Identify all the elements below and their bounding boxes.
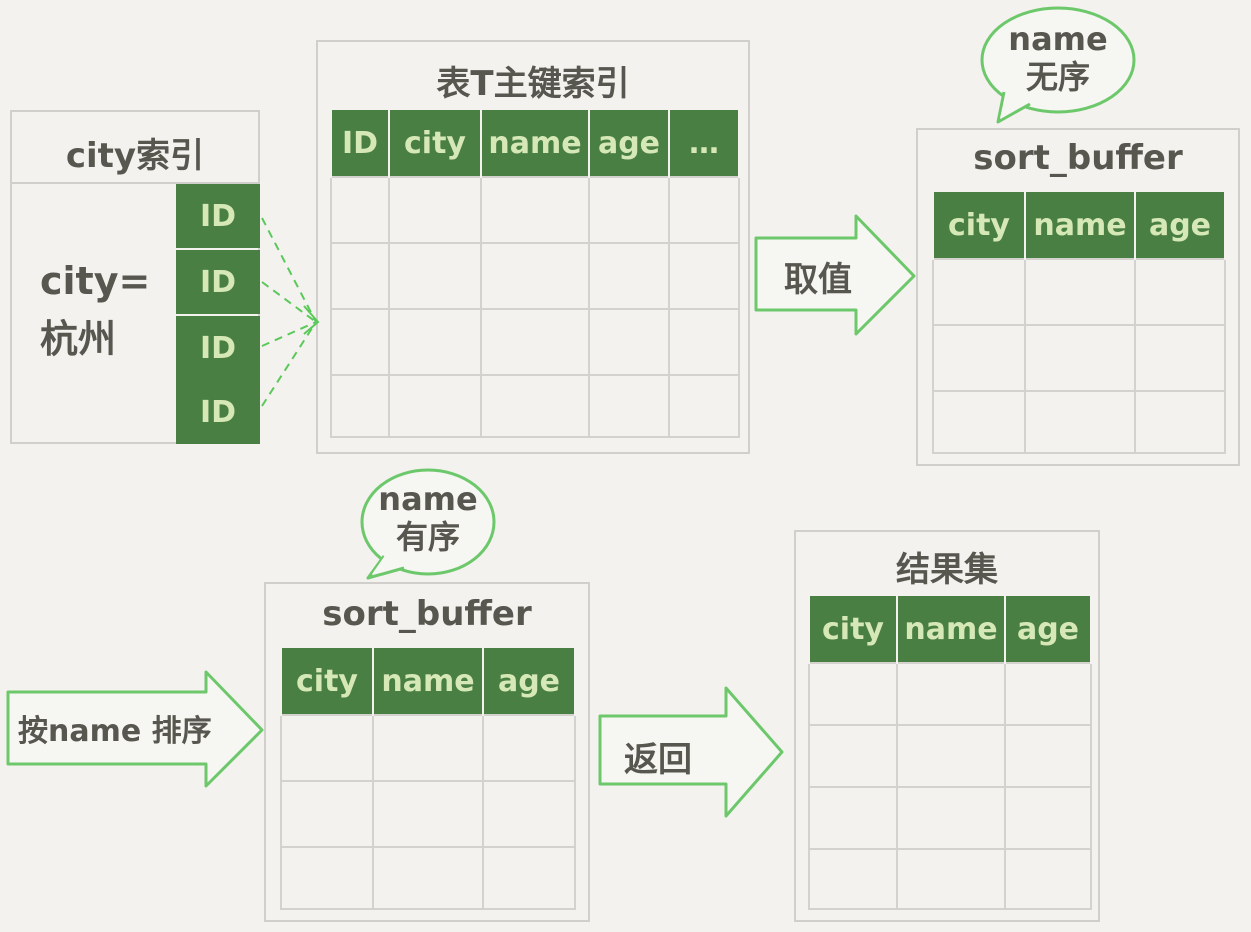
column-header-name: name bbox=[480, 110, 590, 177]
sort-buffer-unsorted-panel: sort_buffer city name age bbox=[916, 128, 1240, 466]
city-index-panel: city索引 city= 杭州 ID ID ID ID bbox=[10, 110, 260, 444]
result-set-title: 结果集 bbox=[896, 550, 998, 590]
column-header-age: age bbox=[1004, 596, 1092, 663]
table-row bbox=[808, 848, 1092, 910]
unsorted-bubble-line1: name bbox=[1008, 20, 1108, 58]
city-condition-line2: 杭州 bbox=[40, 317, 117, 361]
table-row bbox=[808, 662, 1092, 726]
column-header-city: city bbox=[280, 648, 374, 715]
city-index-title: city索引 bbox=[65, 136, 205, 176]
return-arrow-label: 返回 bbox=[624, 740, 692, 780]
sort-arrow-icon bbox=[6, 670, 264, 788]
sort-buffer-unsorted-table: city name age bbox=[932, 192, 1226, 454]
table-row bbox=[932, 390, 1226, 454]
table-row bbox=[808, 724, 1092, 788]
column-header-name: name bbox=[372, 648, 484, 715]
table-row bbox=[330, 176, 740, 244]
result-set-panel: 结果集 city name age bbox=[794, 530, 1100, 922]
dashed-arrowhead bbox=[303, 305, 320, 335]
column-header-city: city bbox=[932, 192, 1026, 259]
unsorted-bubble-text: name 无序 bbox=[986, 20, 1130, 96]
city-index-id-cell: ID bbox=[176, 380, 260, 444]
column-header-name: name bbox=[896, 596, 1006, 663]
fetch-arrow-label: 取值 bbox=[784, 260, 852, 300]
table-row bbox=[330, 374, 740, 438]
city-index-divider bbox=[12, 182, 258, 184]
sorted-bubble-line2: 有序 bbox=[395, 518, 460, 556]
primary-index-title: 表T主键索引 bbox=[436, 64, 630, 104]
column-header-id: ID bbox=[330, 110, 390, 177]
city-index-condition: city= 杭州 bbox=[40, 252, 150, 368]
result-set-table: city name age bbox=[808, 596, 1092, 910]
sort-buffer-sorted-table: city name age bbox=[280, 648, 576, 910]
column-header-age: age bbox=[1134, 192, 1226, 259]
table-row bbox=[330, 242, 740, 310]
sorted-bubble-line1: name bbox=[378, 480, 478, 518]
sort-buffer-sorted-panel: sort_buffer city name age bbox=[264, 582, 590, 922]
table-row bbox=[280, 846, 576, 910]
table-row bbox=[808, 786, 1092, 850]
unsorted-bubble-line2: 无序 bbox=[1025, 58, 1090, 96]
sort-buffer-unsorted-title: sort_buffer bbox=[973, 138, 1183, 178]
primary-index-table: ID city name age … bbox=[330, 110, 740, 438]
column-header-city: city bbox=[388, 110, 482, 177]
column-header-name: name bbox=[1024, 192, 1136, 259]
sort-arrow-label: 按name 排序 bbox=[18, 714, 212, 749]
return-arrow-icon bbox=[598, 686, 784, 818]
dashed-pointer-lines bbox=[261, 217, 317, 407]
column-header-city: city bbox=[808, 596, 898, 663]
table-row bbox=[330, 308, 740, 376]
fetch-arrow-icon bbox=[754, 214, 916, 336]
table-row bbox=[932, 258, 1226, 326]
sort-buffer-sorted-title: sort_buffer bbox=[322, 594, 532, 634]
table-row bbox=[280, 714, 576, 782]
table-row bbox=[932, 324, 1226, 392]
column-header-age: age bbox=[482, 648, 576, 715]
table-row bbox=[280, 780, 576, 848]
city-index-id-cell: ID bbox=[176, 184, 260, 248]
column-header-more: … bbox=[668, 110, 740, 177]
city-condition-line1: city= bbox=[40, 259, 151, 303]
city-index-id-cell: ID bbox=[176, 316, 260, 380]
city-index-id-cell: ID bbox=[176, 250, 260, 314]
primary-index-panel: 表T主键索引 ID city name age … bbox=[316, 40, 750, 454]
column-header-age: age bbox=[588, 110, 670, 177]
sorted-bubble-text: name 有序 bbox=[362, 480, 494, 556]
